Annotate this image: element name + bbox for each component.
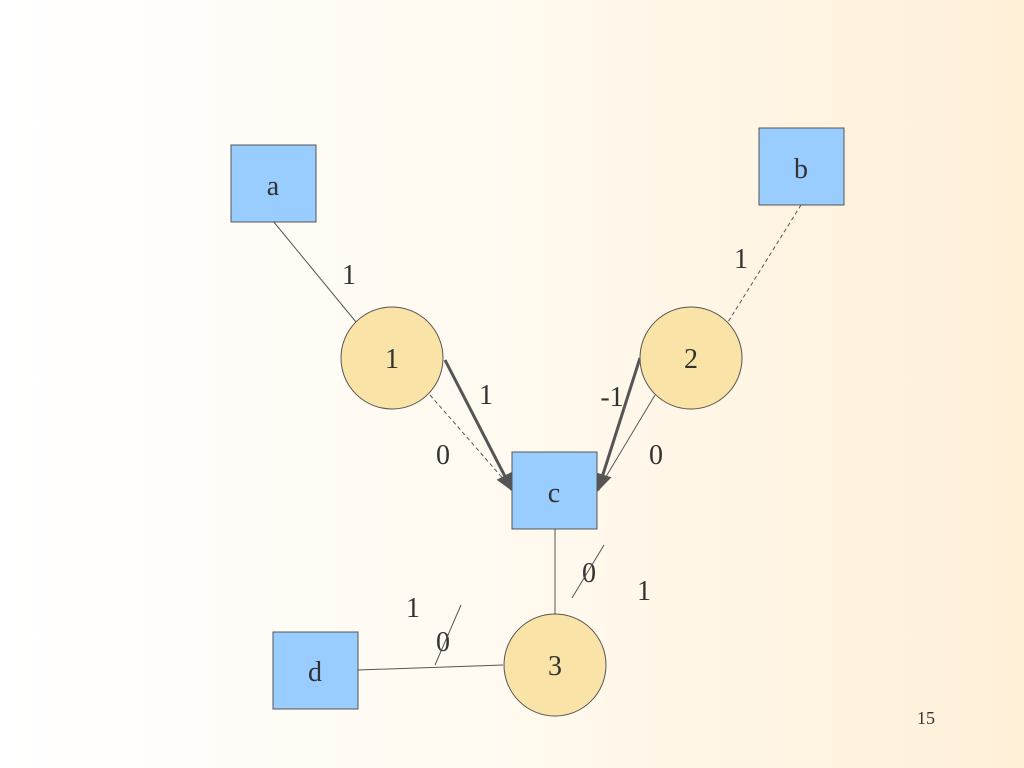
node-1-label: 1 — [385, 344, 399, 375]
node-b-label: b — [794, 154, 808, 185]
edge-a-1 — [272, 220, 357, 323]
label-a-1: 1 — [342, 260, 356, 291]
node-a-label: a — [267, 171, 280, 202]
node-3-label: 3 — [548, 651, 562, 682]
edge-2-c-solid — [594, 357, 642, 492]
page-number: 15 — [917, 708, 935, 728]
node-2: 2 — [639, 306, 743, 410]
node-2-label: 2 — [684, 344, 698, 375]
node-1: 1 — [340, 306, 444, 410]
node-d: d — [272, 631, 359, 710]
label-c-3-new: 1 — [637, 576, 651, 607]
label-2-c-plain: 0 — [649, 440, 663, 471]
label-c-3-old: 0 — [582, 558, 596, 589]
node-c: c — [511, 451, 598, 530]
label-d-3-old: 0 — [436, 627, 450, 658]
node-3: 3 — [503, 613, 607, 717]
edge-1-c-solid — [443, 359, 514, 492]
strike-c-3-old — [571, 544, 605, 599]
node-c-label: c — [548, 478, 560, 509]
node-b: b — [758, 127, 845, 206]
node-d-label: d — [308, 657, 322, 688]
label-1-c-solid: 1 — [479, 380, 493, 411]
edge-b-2-dashed — [727, 204, 802, 323]
node-a: a — [230, 144, 317, 223]
label-1-c-dashed: 0 — [436, 440, 450, 471]
label-d-3-new: 1 — [406, 593, 420, 624]
strike-d-3-old — [434, 604, 462, 666]
edge-d-3 — [357, 664, 504, 671]
label-2-c-solid: -1 — [600, 382, 623, 413]
label-b-2: 1 — [734, 244, 748, 275]
